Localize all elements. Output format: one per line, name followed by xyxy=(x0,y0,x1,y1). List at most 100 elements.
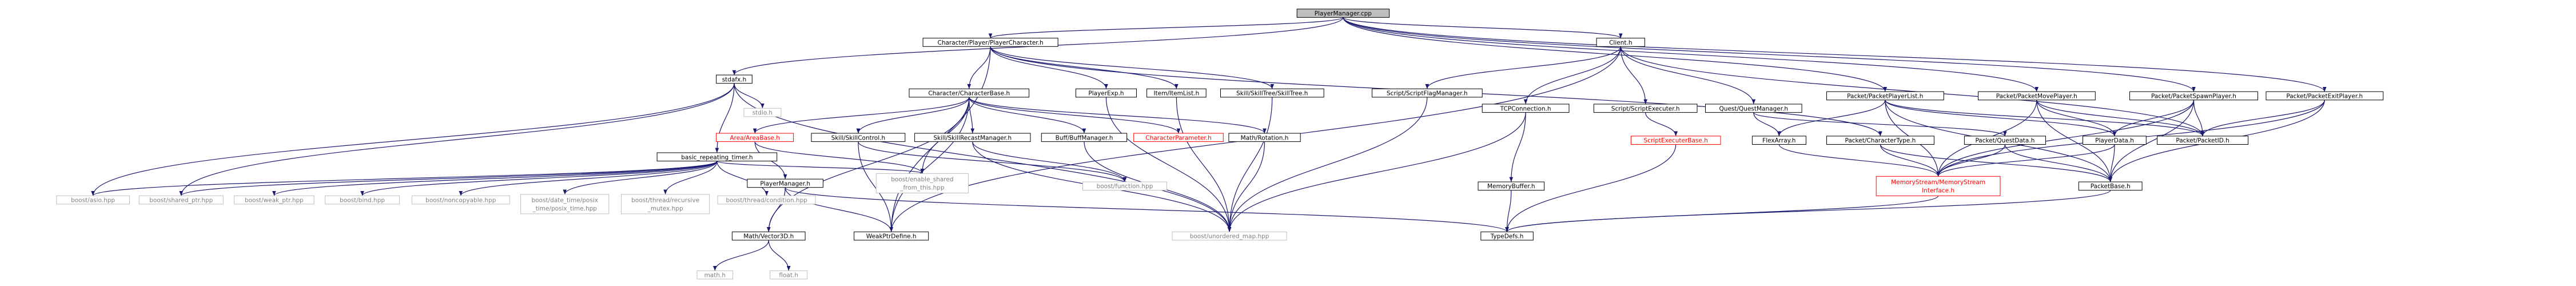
node-math_rotation[interactable]: Math/Rotation.h xyxy=(1228,133,1301,142)
node-box-script_executer_base xyxy=(1630,136,1721,145)
edge-root-to-packet_exit_player xyxy=(1343,17,2327,92)
node-label-boost_noncopyable-0: boost/noncopyable.hpp xyxy=(425,197,496,204)
edge-player_manager-to-math_vector3d xyxy=(766,187,786,232)
edge-root-to-packet_player_list xyxy=(1343,17,1888,92)
node-box-area_base xyxy=(716,133,794,142)
node-box-packet_move_player xyxy=(1978,91,2096,101)
edge-character_base-to-math_rotation xyxy=(969,97,1267,134)
edge-tcp_connection-to-unordered_map xyxy=(1227,112,1526,232)
node-label-math_h-0: math.h xyxy=(704,272,726,279)
node-label-math_vector3d-0: Math/Vector3D.h xyxy=(743,233,794,240)
node-label-boost_shared_ptr-0: boost/shared_ptr.hpp xyxy=(149,197,213,204)
node-itemlist[interactable]: Item/ItemList.h xyxy=(1146,88,1207,98)
node-client[interactable]: Client.h xyxy=(1596,38,1645,47)
node-flex_array[interactable]: FlexArray.h xyxy=(1751,136,1806,145)
node-label-stdafx-0: stdafx.h xyxy=(722,76,747,83)
node-label-boost_function-0: boost/function.hpp xyxy=(1097,183,1153,190)
node-quest_data[interactable]: Packet/QuestData.h xyxy=(1964,136,2046,145)
node-math_h: math.h xyxy=(696,270,734,280)
edge-stdafx-to-boost_shared_ptr xyxy=(179,83,735,196)
edge-player_data-to-memory_stream_interface xyxy=(1936,144,2115,177)
node-typedefs[interactable]: TypeDefs.h xyxy=(1480,231,1534,241)
node-buff_manager[interactable]: Buff/BuffManager.h xyxy=(1041,133,1128,142)
node-script_flag_manager[interactable]: Script/ScriptFlagManager.h xyxy=(1372,88,1483,98)
node-box-quest_data xyxy=(1964,136,2046,145)
node-character_parameter[interactable]: CharacterParameter.h xyxy=(1133,133,1224,142)
edge-basic_timer-to-boost_noncopyable xyxy=(459,161,718,196)
node-packet_player_list[interactable]: Packet/PacketPlayerList.h xyxy=(1826,91,1944,101)
node-box-packet_player_list xyxy=(1826,91,1944,101)
node-script_executer_base[interactable]: ScriptExecuterBase.h xyxy=(1630,136,1721,145)
node-player_data[interactable]: PlayerData.h xyxy=(2083,136,2147,145)
node-packet_id[interactable]: Packet/PacketID.h xyxy=(2157,136,2249,145)
node-area_base[interactable]: Area/AreaBase.h xyxy=(716,133,794,142)
node-box-float_h xyxy=(770,270,808,280)
node-box-flex_array xyxy=(1751,136,1806,145)
node-label-player_exp-0: PlayerExp.h xyxy=(1088,90,1124,97)
node-label-player_manager-0: PlayerManager.h xyxy=(760,180,810,187)
node-player_exp[interactable]: PlayerExp.h xyxy=(1076,88,1137,98)
node-stdafx[interactable]: stdafx.h xyxy=(716,74,753,84)
node-tcp_connection[interactable]: TCPConnection.h xyxy=(1482,104,1570,113)
edge-quest_data-to-packet_base xyxy=(2004,144,2113,182)
node-boost_bind: boost/bind.hpp xyxy=(325,195,400,205)
node-script_executer[interactable]: Script/ScriptExecuter.h xyxy=(1593,104,1698,113)
node-weak_ptr_define[interactable]: WeakPtrDefine.h xyxy=(854,231,929,241)
node-box-boost_recursive_mutex xyxy=(621,194,710,214)
node-box-stdio xyxy=(743,108,782,117)
node-label-packet_character_type-0: Packet/CharacterType.h xyxy=(1845,137,1916,144)
node-skilltree[interactable]: Skill/SkillTree/SkillTree.h xyxy=(1220,88,1324,98)
edge-skill_recast_manager-to-boost_function xyxy=(972,141,1127,182)
node-label-enable_shared_from_this-0: boost/enable_shared xyxy=(891,176,953,183)
node-label-boost_posix_time-0: boost/date_time/posix xyxy=(531,197,598,204)
edge-skilltree-to-unordered_map xyxy=(1227,97,1273,232)
node-label-boost_bind-0: boost/bind.hpp xyxy=(340,197,385,204)
edge-player_exp-to-unordered_map xyxy=(1105,97,1232,232)
node-box-root xyxy=(1296,9,1390,18)
node-player_manager[interactable]: PlayerManager.h xyxy=(747,178,823,188)
node-skill_control[interactable]: Skill/SkillControl.h xyxy=(811,133,906,142)
node-label-typedefs-0: TypeDefs.h xyxy=(1490,233,1524,240)
node-box-stdafx xyxy=(716,74,753,84)
node-box-packet_character_type xyxy=(1826,136,1934,145)
node-label-basic_timer-0: basic_repeating_timer.h xyxy=(681,154,753,161)
node-box-player_character xyxy=(922,38,1058,47)
node-box-player_manager xyxy=(747,178,823,188)
node-box-player_exp xyxy=(1076,88,1137,98)
edge-packet_move_player-to-packet_id xyxy=(2036,100,2205,137)
edge-itemlist-to-unordered_map xyxy=(1176,97,1232,232)
edge-character_base-to-character_parameter xyxy=(969,97,1181,134)
node-packet_exit_player[interactable]: Packet/PacketExitPlayer.h xyxy=(2266,91,2384,101)
node-box-packet_id xyxy=(2157,136,2249,145)
node-box-boost_posix_time xyxy=(520,194,610,214)
edge-memory_buffer-to-typedefs xyxy=(1505,190,1512,232)
node-character_base[interactable]: Character/CharacterBase.h xyxy=(909,88,1030,98)
node-packet_base[interactable]: PacketBase.h xyxy=(2078,181,2143,191)
edge-packet_spawn_player-to-player_data xyxy=(2112,100,2195,136)
edge-basic_timer-to-boost_weak_ptr xyxy=(272,161,718,196)
edge-character_base-to-math_vector3d xyxy=(766,97,970,232)
node-memory_buffer[interactable]: MemoryBuffer.h xyxy=(1478,181,1545,191)
node-label-itemlist-0: Item/ItemList.h xyxy=(1154,90,1200,97)
node-label-memory_stream_interface-0: MemoryStream/MemoryStream xyxy=(1891,179,1985,186)
node-label-enable_shared_from_this-1: _from_this.hpp xyxy=(899,185,945,192)
node-math_vector3d[interactable]: Math/Vector3D.h xyxy=(731,231,806,241)
node-quest_manager[interactable]: Quest/QuestManager.h xyxy=(1705,104,1802,113)
edge-math_rotation-to-unordered_map xyxy=(1227,141,1265,232)
node-packet_spawn_player[interactable]: Packet/PacketSpawnPlayer.h xyxy=(2129,91,2258,101)
node-box-typedefs xyxy=(1480,231,1534,241)
node-label-packet_base-0: PacketBase.h xyxy=(2091,183,2131,190)
node-root[interactable]: PlayerManager.cpp xyxy=(1296,9,1390,18)
edge-basic_timer-to-enable_shared_from_this xyxy=(716,161,924,174)
node-basic_timer[interactable]: basic_repeating_timer.h xyxy=(656,152,778,162)
edge-script_flag_manager-to-unordered_map xyxy=(1227,97,1428,232)
node-box-weak_ptr_define xyxy=(854,231,929,241)
node-packet_move_player[interactable]: Packet/PacketMovePlayer.h xyxy=(1978,91,2096,101)
node-player_character[interactable]: Character/Player/PlayerCharacter.h xyxy=(922,38,1058,47)
node-boost_condition: boost/thread/condition.hpp xyxy=(717,195,816,205)
edge-character_base-to-area_base xyxy=(753,97,970,134)
node-skill_recast_manager[interactable]: Skill/SkillRecastManager.h xyxy=(914,133,1031,142)
node-packet_character_type[interactable]: Packet/CharacterType.h xyxy=(1826,136,1934,145)
edge-client-to-quest_manager xyxy=(1620,46,1756,105)
